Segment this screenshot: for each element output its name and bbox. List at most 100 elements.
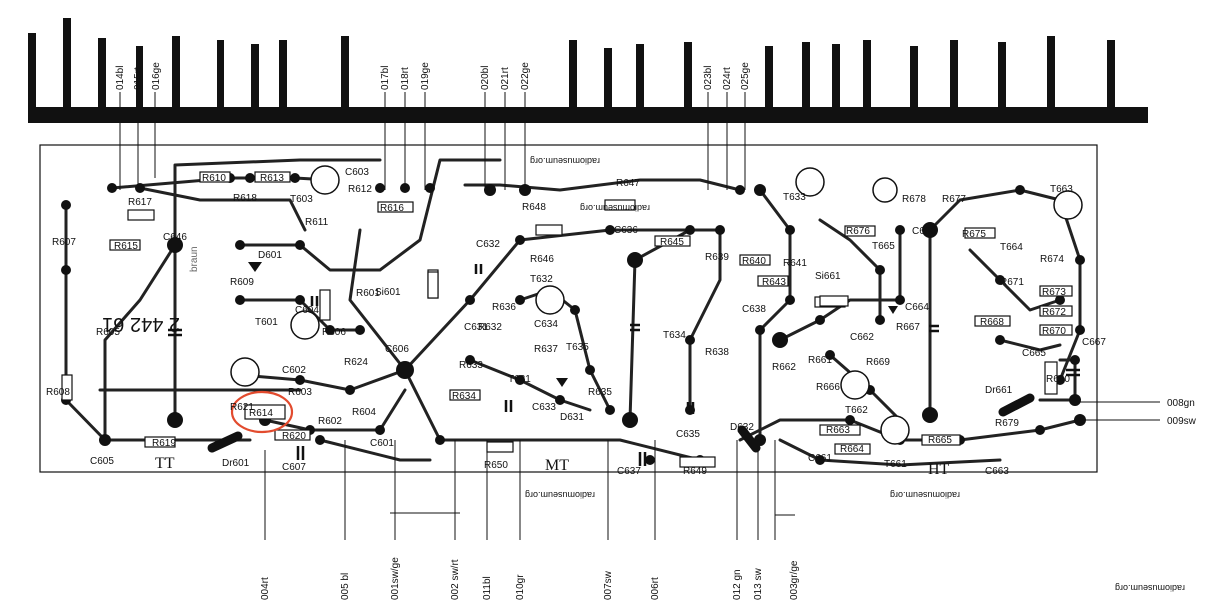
- component-label-r678: R678: [902, 194, 926, 205]
- component-label-r610: R610: [202, 173, 226, 184]
- wire-label-005bl: 005 bl: [340, 573, 351, 600]
- component-label-r665: R665: [928, 435, 952, 446]
- component-label-c667: C667: [1082, 337, 1106, 348]
- component-label-c646: C646: [163, 232, 187, 243]
- watermark-corner: radiomuseum.org: [1115, 583, 1185, 593]
- wire-label-006rt: 006rt: [650, 577, 661, 600]
- component-label-c605: C605: [90, 456, 114, 467]
- wire-label-017bl: 017bl: [380, 66, 391, 90]
- bottom-wire-leads: [264, 440, 795, 540]
- component-label-r646: R646: [530, 254, 554, 265]
- wire-label-012gn: 012 gn: [732, 569, 743, 600]
- component-label-r619: R619: [152, 438, 176, 449]
- component-label-t664: T664: [1000, 242, 1023, 253]
- component-label-t635: T635: [566, 342, 589, 353]
- wire-label-011bl: 011bl: [482, 576, 493, 600]
- component-label-c666: C666: [912, 226, 936, 237]
- component-label-r664: R664: [840, 444, 864, 455]
- component-label-r616: R616: [380, 203, 404, 214]
- capacitors: [168, 264, 1080, 466]
- component-label-t632: T632: [530, 274, 553, 285]
- component-label-r670: R670: [1042, 326, 1066, 337]
- component-label-c662: C662: [850, 332, 874, 343]
- component-label-c665: C665: [1022, 348, 1046, 359]
- component-label-r650: R650: [484, 460, 508, 471]
- component-label-r667: R667: [896, 322, 920, 333]
- component-label-c603: C603: [345, 167, 369, 178]
- right-wire-leads: [1078, 401, 1160, 421]
- component-label-c602: C602: [282, 365, 306, 376]
- component-label-r668: R668: [980, 317, 1004, 328]
- component-label-r606: R606: [322, 327, 346, 338]
- component-label-c635: C635: [676, 429, 700, 440]
- component-label-r675: R675: [962, 229, 986, 240]
- component-label-r647: R647: [616, 178, 640, 189]
- top-wire-leads: [119, 92, 746, 190]
- chokes: [207, 393, 1035, 453]
- wire-label-024rt: 024rt: [722, 67, 733, 90]
- component-label-r617: R617: [128, 197, 152, 208]
- component-label-c604: C604: [295, 305, 319, 316]
- component-label-r618: R618: [233, 193, 257, 204]
- wire-label-004rt: 004rt: [260, 577, 271, 600]
- wire-label-010gr: 010gr: [515, 574, 526, 600]
- component-label-r612: R612: [348, 184, 372, 195]
- component-label-r666: R666: [816, 382, 840, 393]
- component-label-r643: R643: [762, 277, 786, 288]
- wire-label-020bl: 020bl: [480, 66, 491, 90]
- wire-label-001swge: 001sw/ge: [390, 557, 401, 600]
- component-label-r634: R634: [452, 391, 476, 402]
- component-label-c633: C633: [532, 402, 556, 413]
- component-label-r608: R608: [46, 387, 70, 398]
- component-label-d601: D601: [258, 250, 282, 261]
- component-labels: R610 R613 R618 R617 R607 R615 C646 R609 …: [46, 167, 1106, 477]
- component-label-c636: C636: [614, 225, 638, 236]
- component-label-r645: R645: [660, 237, 684, 248]
- component-label-d632: D632: [730, 422, 754, 433]
- component-label-r633: R633: [459, 360, 483, 371]
- watermark-bottom-left: radiomuseum.org: [525, 490, 595, 500]
- component-label-r671: R671: [1000, 277, 1024, 288]
- component-label-dr661: Dr661: [985, 385, 1013, 396]
- component-label-r641: R641: [783, 258, 807, 269]
- wire-label-013sw: 013 sw: [753, 568, 764, 600]
- component-label-r677: R677: [942, 194, 966, 205]
- component-label-c606: C606: [385, 344, 409, 355]
- component-label-t634: T634: [663, 330, 686, 341]
- component-label-d631: D631: [560, 412, 584, 423]
- component-label-r609: R609: [230, 277, 254, 288]
- component-label-r662: R662: [772, 362, 796, 373]
- component-label-r620: R620: [282, 431, 306, 442]
- component-label-dr601: Dr601: [222, 458, 250, 469]
- wire-label-007sw: 007sw: [603, 570, 614, 600]
- component-label-r673: R673: [1042, 287, 1066, 298]
- component-label-r672: R672: [1042, 307, 1066, 318]
- watermark-top: radiomuseum.org: [530, 156, 600, 166]
- component-label-t603: T603: [290, 194, 313, 205]
- wire-label-015rt: 015rt: [133, 67, 144, 90]
- component-label-r635: R635: [588, 387, 612, 398]
- solder-pads: [61, 173, 1086, 465]
- component-label-r613: R613: [260, 173, 284, 184]
- wire-label-021rt: 021rt: [500, 67, 511, 90]
- section-label-tt: TT: [155, 455, 175, 472]
- wire-label-008gn: 008gn: [1167, 398, 1195, 409]
- component-label-r602: R602: [318, 416, 342, 427]
- diodes: [248, 262, 898, 387]
- wire-label-023bl: 023bl: [703, 66, 714, 90]
- section-label-mt: MT: [545, 457, 569, 474]
- component-label-si601: Si601: [375, 287, 401, 298]
- component-label-t601: T601: [255, 317, 278, 328]
- component-label-r638: R638: [705, 347, 729, 358]
- component-label-t663: T663: [1050, 184, 1073, 195]
- section-label-ht: HT: [928, 461, 950, 478]
- marked-component-circle: [230, 390, 294, 434]
- wire-label-022ge: 022ge: [520, 62, 531, 90]
- component-label-r614: R614: [249, 408, 273, 419]
- component-label-c632: C632: [476, 239, 500, 250]
- component-label-r649: R649: [683, 466, 707, 477]
- wire-label-019ge: 019ge: [420, 62, 431, 90]
- component-label-t633: T633: [783, 192, 806, 203]
- component-label-c661: C661: [808, 453, 832, 464]
